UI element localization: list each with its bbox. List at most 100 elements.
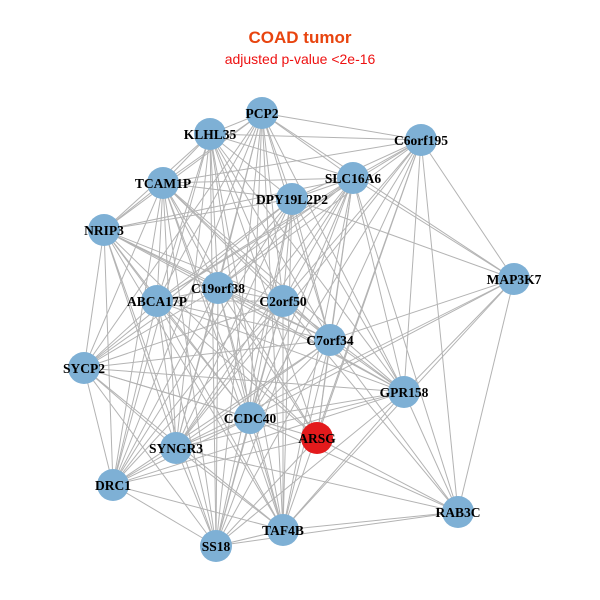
node-circle [276, 183, 308, 215]
edge-C7orf34-RAB3C [329, 339, 459, 513]
edge-CCDC40-RAB3C [249, 417, 459, 513]
edge-PCP2-C7orf34 [261, 112, 331, 341]
node-circle [498, 263, 530, 295]
edge-C7orf34-DRC1 [112, 339, 331, 486]
node-ARSG: ARSG [298, 422, 336, 454]
edge-NRIP3-SS18 [103, 229, 217, 547]
node-label: SYCP2 [63, 361, 105, 376]
node-label: DPY19L2P2 [256, 192, 328, 207]
edge-SYCP2-SYNGR3 [83, 367, 177, 449]
node-label: SS18 [202, 539, 231, 554]
edge-C7orf34-SYNGR3 [175, 339, 331, 449]
edge-GPR158-DRC1 [112, 391, 405, 486]
figure-title: COAD tumor [248, 28, 352, 47]
edge-C6orf195-RAB3C [420, 139, 459, 513]
node-TCAM1P: TCAM1P [135, 167, 191, 199]
edge-C6orf195-C19orf38 [217, 139, 422, 289]
node-circle [97, 469, 129, 501]
edge-C6orf195-MAP3K7 [420, 139, 515, 280]
node-circle [147, 167, 179, 199]
node-circle [202, 272, 234, 304]
node-label: C7orf34 [306, 333, 353, 348]
edge-SLC16A6-MAP3K7 [352, 177, 515, 280]
node-circle [194, 118, 226, 150]
edge-PCP2-C6orf195 [261, 112, 422, 141]
edge-DPY19L2P2-SYNGR3 [175, 198, 293, 449]
node-circle [405, 124, 437, 156]
edge-KLHL35-SLC16A6 [209, 133, 354, 179]
node-circle [200, 530, 232, 562]
edge-SLC16A6-RAB3C [352, 177, 459, 513]
node-label: NRIP3 [84, 223, 124, 238]
node-C19orf38: C19orf38 [191, 272, 245, 304]
edge-KLHL35-ARSG [209, 133, 318, 439]
edge-NRIP3-SYNGR3 [103, 229, 177, 449]
edge-C19orf38-GPR158 [217, 287, 405, 393]
edge-C2orf50-SYNGR3 [175, 300, 284, 449]
edge-C19orf38-SS18 [215, 287, 219, 547]
edge-C19orf38-SYNGR3 [175, 287, 219, 449]
node-label: MAP3K7 [487, 272, 542, 287]
edge-SLC16A6-C2orf50 [282, 177, 354, 302]
edge-C7orf34-SYCP2 [83, 339, 331, 369]
edge-ARSG-SS18 [215, 437, 318, 547]
node-label: GPR158 [380, 385, 429, 400]
edge-PCP2-C2orf50 [261, 112, 284, 302]
edge-RAB3C-SS18 [215, 511, 459, 547]
node-circle [234, 402, 266, 434]
node-NRIP3: NRIP3 [84, 214, 124, 246]
node-C7orf34: C7orf34 [306, 324, 354, 356]
node-PCP2: PCP2 [246, 97, 279, 129]
edge-DPY19L2P2-DRC1 [112, 198, 293, 486]
edge-DPY19L2P2-C2orf50 [282, 198, 293, 302]
edge-ABCA17P-CCDC40 [156, 300, 251, 419]
node-label: TCAM1P [135, 176, 191, 191]
node-circle [160, 432, 192, 464]
node-label: PCP2 [246, 106, 279, 121]
edge-SLC16A6-NRIP3 [103, 177, 354, 231]
edge-C6orf195-TAF4B [282, 139, 422, 531]
edge-ABCA17P-GPR158 [156, 300, 405, 393]
edge-GPR158-CCDC40 [249, 391, 405, 419]
node-label: ABCA17P [127, 294, 187, 309]
edge-SLC16A6-SYNGR3 [175, 177, 354, 449]
edge-DPY19L2P2-NRIP3 [103, 198, 293, 231]
edge-KLHL35-C6orf195 [209, 133, 422, 141]
edge-NRIP3-C2orf50 [103, 229, 284, 302]
node-circle [246, 97, 278, 129]
node-TAF4B: TAF4B [262, 514, 304, 546]
edge-RAB3C-TAF4B [282, 511, 459, 531]
node-label: SLC16A6 [325, 171, 382, 186]
node-label: RAB3C [435, 505, 480, 520]
edge-TCAM1P-DPY19L2P2 [162, 182, 293, 200]
edge-MAP3K7-GPR158 [403, 278, 515, 393]
node-circle [68, 352, 100, 384]
node-label: C2orf50 [259, 294, 306, 309]
edge-ABCA17P-SS18 [156, 300, 217, 547]
node-RAB3C: RAB3C [435, 496, 481, 528]
edge-ABCA17P-C7orf34 [156, 300, 331, 341]
edge-TCAM1P-TAF4B [162, 182, 284, 531]
edge-C19orf38-DRC1 [112, 287, 219, 486]
edge-C6orf195-CCDC40 [249, 139, 422, 419]
edge-C6orf195-C7orf34 [329, 139, 422, 341]
edge-MAP3K7-RAB3C [457, 278, 515, 513]
node-label: CCDC40 [224, 411, 277, 426]
edge-C2orf50-SYCP2 [83, 300, 284, 369]
edge-SYCP2-GPR158 [83, 367, 405, 393]
edge-TCAM1P-C19orf38 [162, 182, 219, 289]
edge-SYNGR3-RAB3C [175, 447, 459, 513]
edge-DPY19L2P2-GPR158 [291, 198, 405, 393]
edge-CCDC40-TAF4B [249, 417, 284, 531]
node-label: C19orf38 [191, 281, 245, 296]
edge-TCAM1P-ABCA17P [156, 182, 164, 302]
edge-MAP3K7-CCDC40 [249, 278, 515, 419]
edge-SLC16A6-GPR158 [352, 177, 405, 393]
node-label: SYNGR3 [149, 441, 203, 456]
edge-DPY19L2P2-MAP3K7 [291, 198, 515, 280]
node-circle [301, 422, 333, 454]
node-label: DRC1 [95, 478, 131, 493]
edge-C6orf195-ABCA17P [156, 139, 422, 302]
edge-DRC1-TAF4B [112, 484, 284, 531]
